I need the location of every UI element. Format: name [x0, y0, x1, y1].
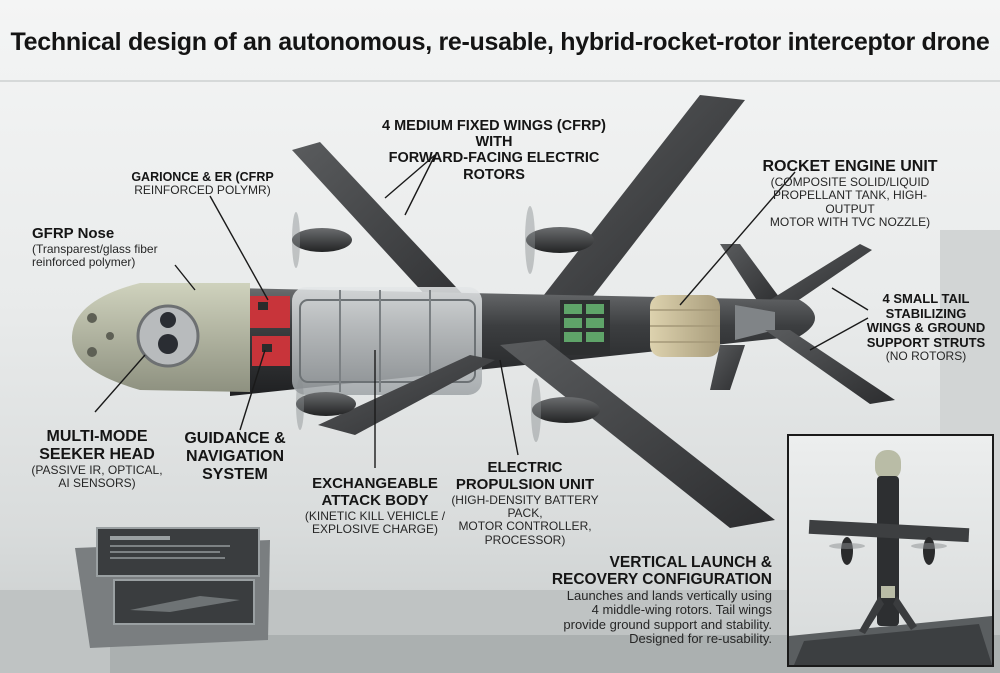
label-vertical-sub4: Designed for re-usability.: [629, 631, 772, 647]
label-fixed-wings-line1: 4 MEDIUM FIXED WINGS (CFRP) WITH: [382, 118, 606, 151]
label-nose-sub1: (Transparest/glass fiber: [32, 241, 158, 256]
label-nose-heading: GFRP Nose: [32, 225, 115, 242]
label-seeker-sub2: AI SENSORS): [58, 476, 136, 491]
fixed-wing-lower-rear: [500, 340, 775, 528]
info-placard: [75, 527, 270, 648]
label-attack-sub2: EXPLOSIVE CHARGE): [311, 522, 439, 537]
label-vertical-line2: RECOVERY CONFIGURATION: [551, 571, 772, 589]
leader-lines: [94, 154, 869, 468]
label-vertical-sub1: Launches and lands vertically using: [566, 587, 772, 603]
label-fixed-wings-line2: FORWARD-FACING ELECTRIC ROTORS: [388, 150, 600, 183]
vertical-launch-inset: [787, 434, 994, 667]
label-attack: EXCHANGEABLE ATTACK BODY (KINETIC KILL V…: [300, 475, 450, 537]
rotor-pod-upper-left: [292, 212, 352, 268]
label-garionce-heading: GARIONCE & ER (CFRP: [131, 170, 274, 184]
label-electric-line1: ELECTRIC: [487, 459, 563, 476]
label-guidance-line2: NAVIGATION: [185, 447, 285, 465]
label-tail-line3: WINGS & GROUND: [866, 320, 986, 336]
label-rocket-sub2: PROPELLANT TANK, HIGH-OUTPUT: [772, 188, 928, 216]
label-garionce-sub: REINFORCED POLYMR): [134, 183, 271, 197]
label-rocket-sub1: (COMPOSITE SOLID/LIQUID: [770, 174, 930, 189]
label-tail: 4 SMALL TAIL STABILIZING WINGS & GROUND …: [860, 291, 992, 364]
label-tail-line1: 4 SMALL TAIL: [882, 291, 970, 306]
label-rocket-heading: ROCKET ENGINE UNIT: [762, 158, 938, 175]
label-vertical-sub3: provide ground support and stability.: [563, 616, 772, 632]
label-attack-line1: EXCHANGEABLE: [312, 475, 438, 492]
fixed-wing-upper-front: [292, 142, 485, 322]
label-attack-line2: ATTACK BODY: [321, 491, 429, 509]
label-garionce: GARIONCE & ER (CFRP REINFORCED POLYMR): [120, 170, 285, 197]
label-nose-sub2: reinforced polymer): [32, 255, 136, 270]
label-seeker-line1: MULTI-MODE: [46, 428, 148, 445]
label-fixed-wings: 4 MEDIUM FIXED WINGS (CFRP) WITH FORWARD…: [370, 118, 618, 183]
label-guidance-line3: SYSTEM: [202, 465, 268, 483]
page-title: Technical design of an autonomous, re-us…: [10, 28, 990, 56]
label-electric: ELECTRIC PROPULSION UNIT (HIGH-DENSITY B…: [440, 459, 610, 547]
label-seeker-sub1: (PASSIVE IR, OPTICAL,: [31, 462, 163, 477]
fuselage: [230, 287, 815, 396]
label-rocket-sub3: MOTOR WITH TVC NOZZLE): [769, 215, 931, 230]
label-electric-sub1: (HIGH-DENSITY BATTERY PACK,: [451, 492, 599, 521]
label-tail-line4: SUPPORT STRUTS: [866, 334, 986, 350]
label-rocket: ROCKET ENGINE UNIT (COMPOSITE SOLID/LIQU…: [755, 158, 945, 230]
label-nose: GFRP Nose (Transparest/glass fiber reinf…: [32, 225, 192, 270]
label-vertical-sub2: 4 middle-wing rotors. Tail wings: [591, 602, 772, 618]
gfrp-nose: [71, 283, 250, 392]
rotor-pod-lower-right: [531, 378, 600, 442]
label-electric-sub3: PROCESSOR): [484, 532, 566, 547]
tail-wing-lower: [710, 330, 895, 404]
label-guidance-line1: GUIDANCE &: [184, 430, 286, 447]
label-attack-sub1: (KINETIC KILL VEHICLE /: [304, 508, 446, 523]
label-seeker: MULTI-MODE SEEKER HEAD (PASSIVE IR, OPTI…: [22, 428, 172, 491]
label-electric-sub2: MOTOR CONTROLLER,: [458, 519, 592, 534]
vertical-drone-illustration: [789, 450, 992, 665]
label-tail-line2: STABILIZING: [885, 305, 967, 321]
label-tail-sub: (NO ROTORS): [885, 349, 967, 364]
tail-wing-upper: [720, 244, 872, 306]
label-guidance: GUIDANCE & NAVIGATION SYSTEM: [175, 430, 295, 484]
rotor-pod-lower-left: [296, 378, 356, 430]
label-seeker-line2: SEEKER HEAD: [39, 445, 155, 463]
label-vertical-line1: VERTICAL LAUNCH &: [609, 554, 772, 571]
label-electric-line2: PROPULSION UNIT: [455, 475, 595, 493]
fixed-wing-upper-rear: [540, 95, 745, 300]
fixed-wing-lower-front: [318, 355, 495, 435]
label-vertical: VERTICAL LAUNCH & RECOVERY CONFIGURATION…: [550, 554, 772, 647]
rotor-pod-upper-right: [525, 206, 594, 274]
